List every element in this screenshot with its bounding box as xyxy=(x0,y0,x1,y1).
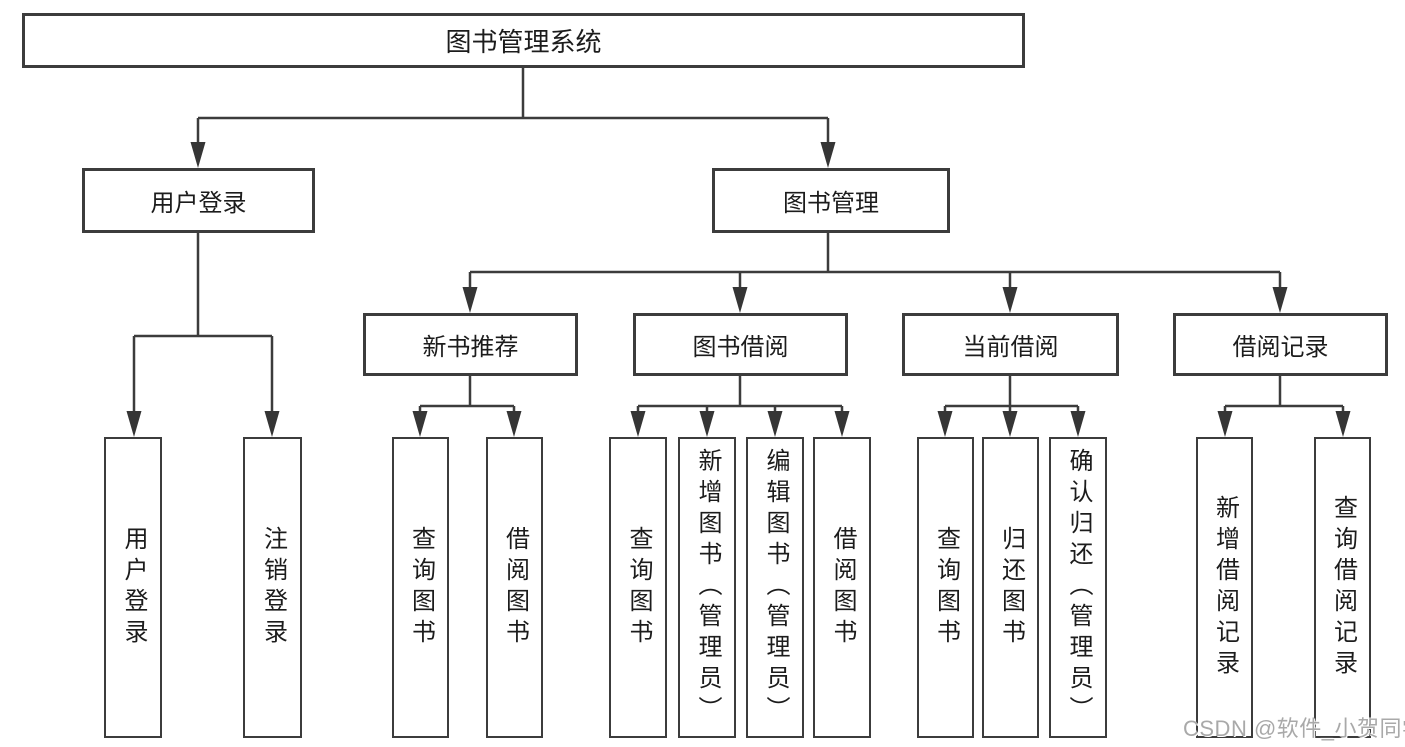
connector-new-book-recommend xyxy=(418,376,516,414)
arrowhead xyxy=(937,411,953,437)
node-add-borrow-record-label: 新增借阅记录 xyxy=(1211,494,1239,681)
node-add-books-admin: 新增图书（管理员） xyxy=(678,437,736,738)
arrowhead xyxy=(1002,287,1018,313)
connector-book-management xyxy=(468,233,1282,290)
node-current-query-books-label: 查询图书 xyxy=(932,525,960,650)
node-borrow-records-label: 借阅记录 xyxy=(1232,334,1329,361)
connector-root xyxy=(196,68,830,146)
connector-user-login xyxy=(132,233,274,414)
node-borrow-query-books: 查询图书 xyxy=(609,437,667,738)
node-book-borrow: 图书借阅 xyxy=(633,313,848,376)
node-edit-books-admin: 编辑图书（管理员） xyxy=(746,437,804,738)
node-return-books-label: 归还图书 xyxy=(997,525,1025,650)
node-root: 图书管理系统 xyxy=(22,13,1025,68)
connector-book-borrow xyxy=(636,376,844,414)
arrowhead xyxy=(1002,411,1018,437)
arrowhead xyxy=(264,411,280,437)
node-book-management-label: 图书管理 xyxy=(783,190,879,217)
node-root-label: 图书管理系统 xyxy=(445,27,602,57)
arrowhead xyxy=(126,411,142,437)
node-logout: 注销登录 xyxy=(243,437,302,738)
node-login-label: 用户登录 xyxy=(120,525,147,650)
node-login: 用户登录 xyxy=(104,437,162,738)
arrowhead xyxy=(1272,287,1288,313)
arrowhead xyxy=(834,411,850,437)
node-borrow-query-books-label: 查询图书 xyxy=(625,525,652,650)
node-borrow-records: 借阅记录 xyxy=(1173,313,1388,376)
node-user-login-label: 用户登录 xyxy=(150,190,247,217)
node-current-borrow-label: 当前借阅 xyxy=(962,334,1059,361)
connector-current-borrow xyxy=(943,376,1080,414)
node-return-books: 归还图书 xyxy=(982,437,1039,738)
node-book-management: 图书管理 xyxy=(712,168,950,233)
node-book-borrow-label: 图书借阅 xyxy=(692,334,789,361)
node-new-book-recommend-label: 新书推荐 xyxy=(422,334,519,361)
node-edit-books-admin-label: 编辑图书（管理员） xyxy=(762,448,789,727)
node-logout-label: 注销登录 xyxy=(259,525,287,650)
node-recommend-borrow-books-label: 借阅图书 xyxy=(501,525,529,650)
arrowhead xyxy=(1335,411,1351,437)
arrowhead xyxy=(732,287,748,313)
arrowheads xyxy=(126,142,1351,437)
arrowhead xyxy=(412,411,428,437)
arrowhead xyxy=(699,411,715,437)
connector-borrow-records xyxy=(1223,376,1345,414)
arrowhead xyxy=(1217,411,1233,437)
arrowhead xyxy=(767,411,783,437)
node-query-borrow-record-label: 查询借阅记录 xyxy=(1329,494,1357,681)
node-confirm-return-admin: 确认归还（管理员） xyxy=(1049,437,1107,738)
arrowhead xyxy=(1070,411,1086,437)
node-add-borrow-record: 新增借阅记录 xyxy=(1196,437,1253,738)
node-recommend-borrow-books: 借阅图书 xyxy=(486,437,543,738)
arrowhead xyxy=(506,411,522,437)
node-recommend-query-books-label: 查询图书 xyxy=(407,525,435,650)
node-recommend-query-books: 查询图书 xyxy=(392,437,449,738)
node-borrow-books-label: 借阅图书 xyxy=(829,525,856,650)
node-query-borrow-record: 查询借阅记录 xyxy=(1314,437,1371,738)
arrowhead xyxy=(190,142,206,168)
node-current-query-books: 查询图书 xyxy=(917,437,974,738)
arrowhead xyxy=(462,287,478,313)
node-borrow-books: 借阅图书 xyxy=(813,437,871,738)
node-add-books-admin-label: 新增图书（管理员） xyxy=(694,448,721,727)
arrowhead xyxy=(630,411,646,437)
watermark: CSDN @软件_小贺同学 xyxy=(1183,716,1405,741)
arrowhead xyxy=(820,142,836,168)
node-current-borrow: 当前借阅 xyxy=(902,313,1119,376)
node-user-login: 用户登录 xyxy=(82,168,315,233)
node-confirm-return-admin-label: 确认归还（管理员） xyxy=(1065,448,1092,727)
node-new-book-recommend: 新书推荐 xyxy=(363,313,578,376)
